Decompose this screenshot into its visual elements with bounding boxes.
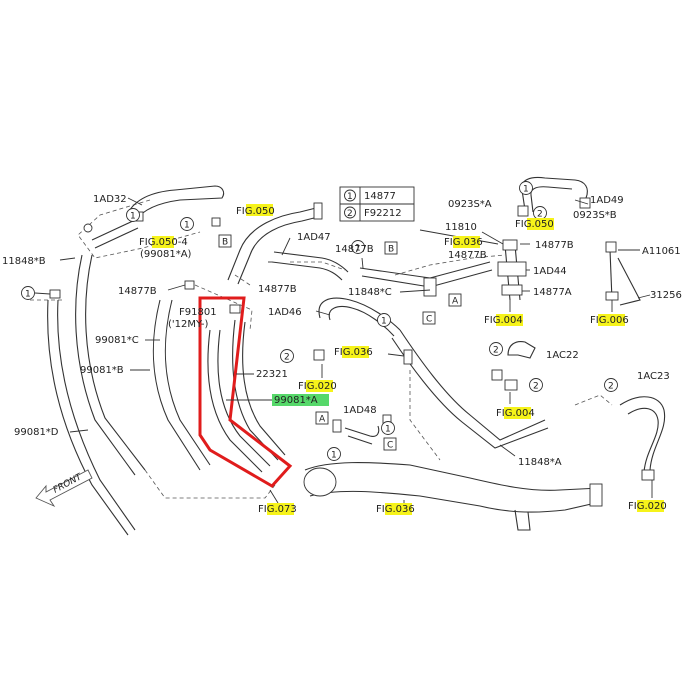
label-fig036-mid: FIG.036 bbox=[334, 347, 373, 358]
circle-ref-2c: 2 bbox=[493, 346, 499, 356]
highlight-callout bbox=[198, 296, 293, 488]
label-14877b-r2: 14877B bbox=[448, 250, 487, 261]
label-fig050-right: FIG.050 bbox=[515, 219, 554, 230]
circle-ref-1g: 1 bbox=[385, 425, 391, 435]
label-fig006: FIG.006 bbox=[590, 315, 629, 326]
box-ref-c1: C bbox=[426, 315, 432, 325]
label-11848c: 11848*C bbox=[348, 287, 392, 298]
label-fig004-b: FIG.004 bbox=[496, 408, 535, 419]
label-fig020-mid: FIG.020 bbox=[298, 381, 337, 392]
label-1ad47: 1AD47 bbox=[297, 232, 331, 243]
label-0923s-b: 0923S*B bbox=[573, 210, 617, 221]
label-99081d: 99081*D bbox=[14, 427, 59, 438]
label-31256: 31256 bbox=[650, 290, 682, 301]
part-labels: 1AD32 FIG.050 FIG.050-4 (99081*A) 11848*… bbox=[2, 194, 682, 515]
legend-num-2: 2 bbox=[347, 209, 353, 219]
circle-ref-1c: 1 bbox=[184, 221, 190, 231]
dashed-outlines bbox=[30, 199, 613, 499]
circle-ref-1e: 1 bbox=[381, 317, 387, 327]
circle-ref-2d: 2 bbox=[533, 382, 539, 392]
highlights bbox=[152, 204, 664, 515]
box-ref-b2: B bbox=[388, 245, 394, 255]
label-12my: ('12MY-) bbox=[168, 319, 209, 330]
circle-ref-1b: 1 bbox=[130, 212, 136, 222]
label-14877b-r1: 14877B bbox=[535, 240, 574, 251]
legend-part-2: F92212 bbox=[364, 208, 402, 219]
front-arrow: FRONT bbox=[35, 469, 93, 508]
box-ref-a1: A bbox=[452, 297, 459, 307]
label-fig036-right: FIG.036 bbox=[444, 237, 483, 248]
label-f91801: F91801 bbox=[179, 307, 217, 318]
label-99081c: 99081*C bbox=[95, 335, 139, 346]
center-assembly bbox=[303, 261, 603, 531]
circle-ref-2b: 2 bbox=[537, 210, 543, 220]
label-11848a: 11848*A bbox=[518, 457, 562, 468]
box-ref-b1: B bbox=[222, 238, 228, 248]
label-fig073: FIG.073 bbox=[258, 504, 297, 515]
circle-ref-1f: 1 bbox=[331, 451, 337, 461]
label-11848b: 11848*B bbox=[2, 256, 46, 267]
label-a11061: A11061 bbox=[642, 246, 681, 257]
label-99081a-paren: (99081*A) bbox=[140, 249, 192, 260]
label-fig020-right: FIG.020 bbox=[628, 501, 667, 512]
legend-part-1: 14877 bbox=[364, 191, 396, 202]
label-1ad49: 1AD49 bbox=[590, 195, 624, 206]
label-fig004-a: FIG.004 bbox=[484, 315, 523, 326]
label-fig036-bottom: FIG.036 bbox=[376, 504, 415, 515]
label-99081a: 99081*A bbox=[274, 395, 318, 406]
box-ref-a2: A bbox=[319, 415, 326, 425]
label-22321: 22321 bbox=[256, 369, 288, 380]
box-refs: B B A C A C bbox=[218, 234, 462, 451]
label-1ad46: 1AD46 bbox=[268, 307, 302, 318]
label-fig050-4: FIG.050-4 bbox=[139, 237, 188, 248]
circle-ref-1h: 1 bbox=[523, 185, 529, 195]
circle-ref-2a: 2 bbox=[284, 353, 290, 363]
legend-num-1: 1 bbox=[347, 192, 353, 202]
label-14877a: 14877A bbox=[533, 287, 572, 298]
label-14877b-mid2: 14877B bbox=[335, 244, 374, 255]
circle-ref-1a: 1 bbox=[25, 290, 31, 300]
label-14877b-mid: 14877B bbox=[258, 284, 297, 295]
label-1ac23: 1AC23 bbox=[637, 371, 670, 382]
label-99081b: 99081*B bbox=[80, 365, 124, 376]
label-1ad32: 1AD32 bbox=[93, 194, 127, 205]
circle-refs: 1 1 1 1 1 2 1 1 1 2 2 2 2 bbox=[21, 181, 618, 461]
label-11810: 11810 bbox=[445, 222, 477, 233]
circle-ref-2e: 2 bbox=[608, 382, 614, 392]
legend: 1 14877 2 F92212 bbox=[339, 186, 415, 222]
label-14877b-left: 14877B bbox=[118, 286, 157, 297]
label-1ad44: 1AD44 bbox=[533, 266, 567, 277]
box-ref-c2: C bbox=[387, 441, 393, 451]
label-1ac22: 1AC22 bbox=[546, 350, 579, 361]
label-1ad48: 1AD48 bbox=[343, 405, 377, 416]
label-fig050-top: FIG.050 bbox=[236, 206, 275, 217]
top-center-hose bbox=[227, 202, 349, 285]
circle-ref-1d: 1 bbox=[355, 244, 361, 254]
label-0923s-a: 0923S*A bbox=[448, 199, 492, 210]
